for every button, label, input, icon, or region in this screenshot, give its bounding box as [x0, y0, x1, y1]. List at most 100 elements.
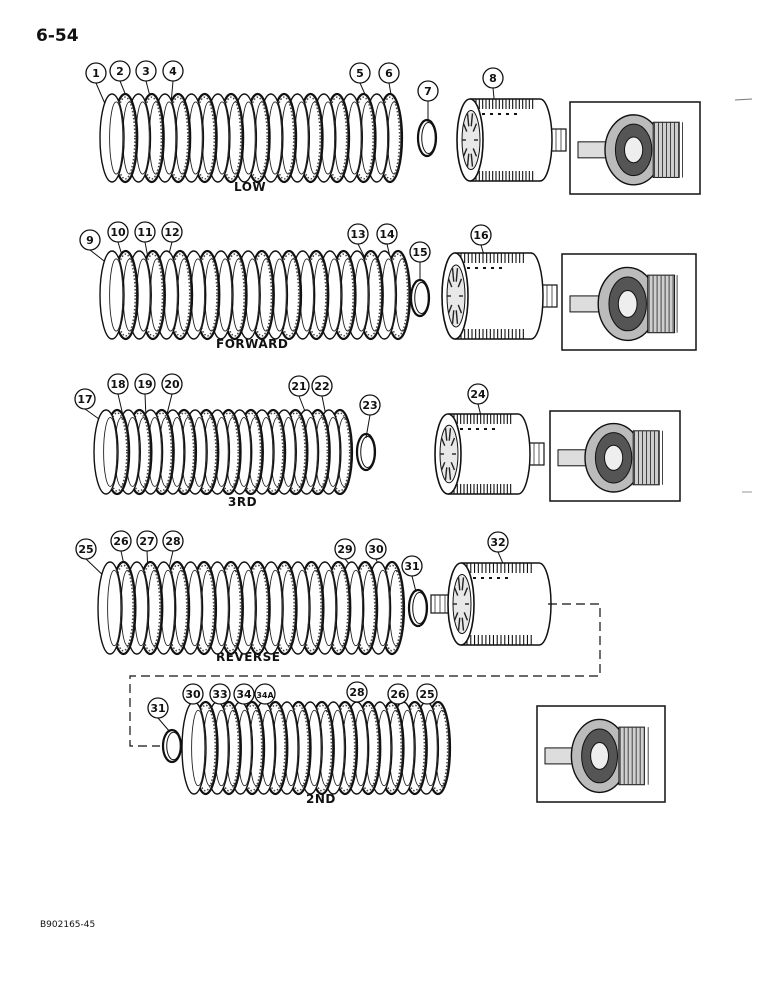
clutch-hub-3rd — [434, 413, 545, 495]
friction-teeth — [326, 96, 348, 180]
callout-circle — [110, 530, 132, 552]
clutch-disc — [99, 250, 125, 340]
clutch-hub-reverse — [430, 562, 552, 646]
hub-inset-low — [569, 101, 701, 195]
callout-22: 22 — [311, 375, 333, 397]
hub-inset-3rd — [549, 410, 681, 502]
callout-10: 10 — [107, 221, 129, 243]
margin-mark — [734, 98, 753, 101]
callout-circle — [136, 530, 158, 552]
clutch-disc — [93, 409, 119, 495]
section-label-2nd: 2ND — [306, 792, 336, 806]
callout-19: 19 — [134, 373, 156, 395]
friction-teeth — [329, 412, 351, 492]
callout-26: 26 — [387, 683, 409, 705]
callout-circle — [134, 373, 156, 395]
callout-number: 23 — [362, 399, 377, 412]
callout-15: 15 — [409, 241, 431, 263]
callout-7: 7 — [417, 80, 439, 102]
callout-number: 8 — [489, 72, 497, 85]
callout-28: 28 — [162, 530, 184, 552]
callout-number: 6 — [385, 67, 393, 80]
callout-circle — [401, 555, 423, 577]
callout-circle — [482, 67, 504, 89]
friction-teeth — [334, 704, 356, 792]
friction-teeth — [278, 253, 300, 337]
friction-teeth — [273, 96, 295, 180]
callout-1: 1 — [85, 62, 107, 84]
friction-teeth — [220, 564, 242, 652]
friction-teeth — [166, 564, 188, 652]
callout-circle — [288, 375, 310, 397]
callout-circle — [346, 681, 368, 703]
callout-24: 24 — [467, 383, 489, 405]
callout-number: 11 — [137, 226, 152, 239]
drum-body — [470, 98, 553, 182]
callout-circle — [74, 388, 96, 410]
section-label-3rd: 3RD — [228, 495, 258, 509]
friction-teeth — [381, 564, 403, 652]
callout-circle — [135, 60, 157, 82]
disc-inner-edge — [109, 101, 124, 175]
drum-body — [448, 413, 531, 495]
callout-number: 25 — [419, 688, 434, 701]
friction-teeth — [196, 253, 218, 337]
callout-number: 31 — [404, 560, 419, 573]
friction-teeth — [354, 564, 376, 652]
friction-teeth — [129, 412, 150, 492]
friction-teeth — [404, 704, 426, 792]
friction-teeth — [194, 96, 216, 180]
callout-circle — [359, 394, 381, 416]
friction-teeth — [113, 564, 134, 652]
callout-number: 25 — [78, 543, 93, 556]
section-label-forward: FORWARD — [216, 337, 289, 351]
callout-11: 11 — [134, 221, 156, 243]
callout-number: 9 — [86, 234, 94, 247]
disc-inner-edge — [103, 417, 118, 487]
callout-number: 32 — [490, 536, 505, 549]
callout-circle — [134, 221, 156, 243]
friction-teeth — [195, 412, 217, 492]
callout-27: 27 — [136, 530, 158, 552]
clutch-pack-2nd — [181, 700, 452, 796]
callout-circle — [161, 373, 183, 395]
friction-teeth — [360, 253, 382, 337]
callout-circle — [233, 683, 255, 705]
disc-inner-edge — [109, 258, 124, 332]
callout-circle — [349, 62, 371, 84]
friction-teeth — [241, 704, 263, 792]
callout-number: 13 — [350, 228, 365, 241]
friction-teeth — [141, 96, 163, 180]
friction-teeth — [139, 564, 161, 652]
friction-teeth — [220, 96, 242, 180]
callout-circle — [85, 62, 107, 84]
callout-number: 18 — [110, 378, 125, 391]
disc-inner-edge — [191, 709, 206, 787]
hub-inset-forward — [561, 253, 697, 351]
friction-teeth — [173, 412, 195, 492]
callout-30: 30 — [182, 683, 204, 705]
callout-circle — [161, 221, 183, 243]
callout-3: 3 — [135, 60, 157, 82]
friction-teeth — [262, 412, 284, 492]
callout-number: 33 — [212, 688, 227, 701]
callout-circle — [365, 538, 387, 560]
hub-inset-2nd — [536, 705, 666, 803]
callout-number: 28 — [165, 535, 180, 548]
friction-teeth — [305, 253, 327, 337]
friction-teeth — [387, 253, 409, 337]
callout-8: 8 — [482, 67, 504, 89]
callout-circle — [311, 375, 333, 397]
friction-teeth — [357, 704, 379, 792]
callout-circle — [387, 683, 409, 705]
callout-34: 34 — [233, 683, 255, 705]
callout-9: 9 — [79, 229, 101, 251]
callout-20: 20 — [161, 373, 183, 395]
friction-teeth — [169, 253, 191, 337]
callout-25: 25 — [416, 683, 438, 705]
callout-circle — [334, 538, 356, 560]
callout-number: 14 — [379, 228, 395, 241]
callout-number: 4 — [169, 65, 177, 78]
callout-4: 4 — [162, 60, 184, 82]
